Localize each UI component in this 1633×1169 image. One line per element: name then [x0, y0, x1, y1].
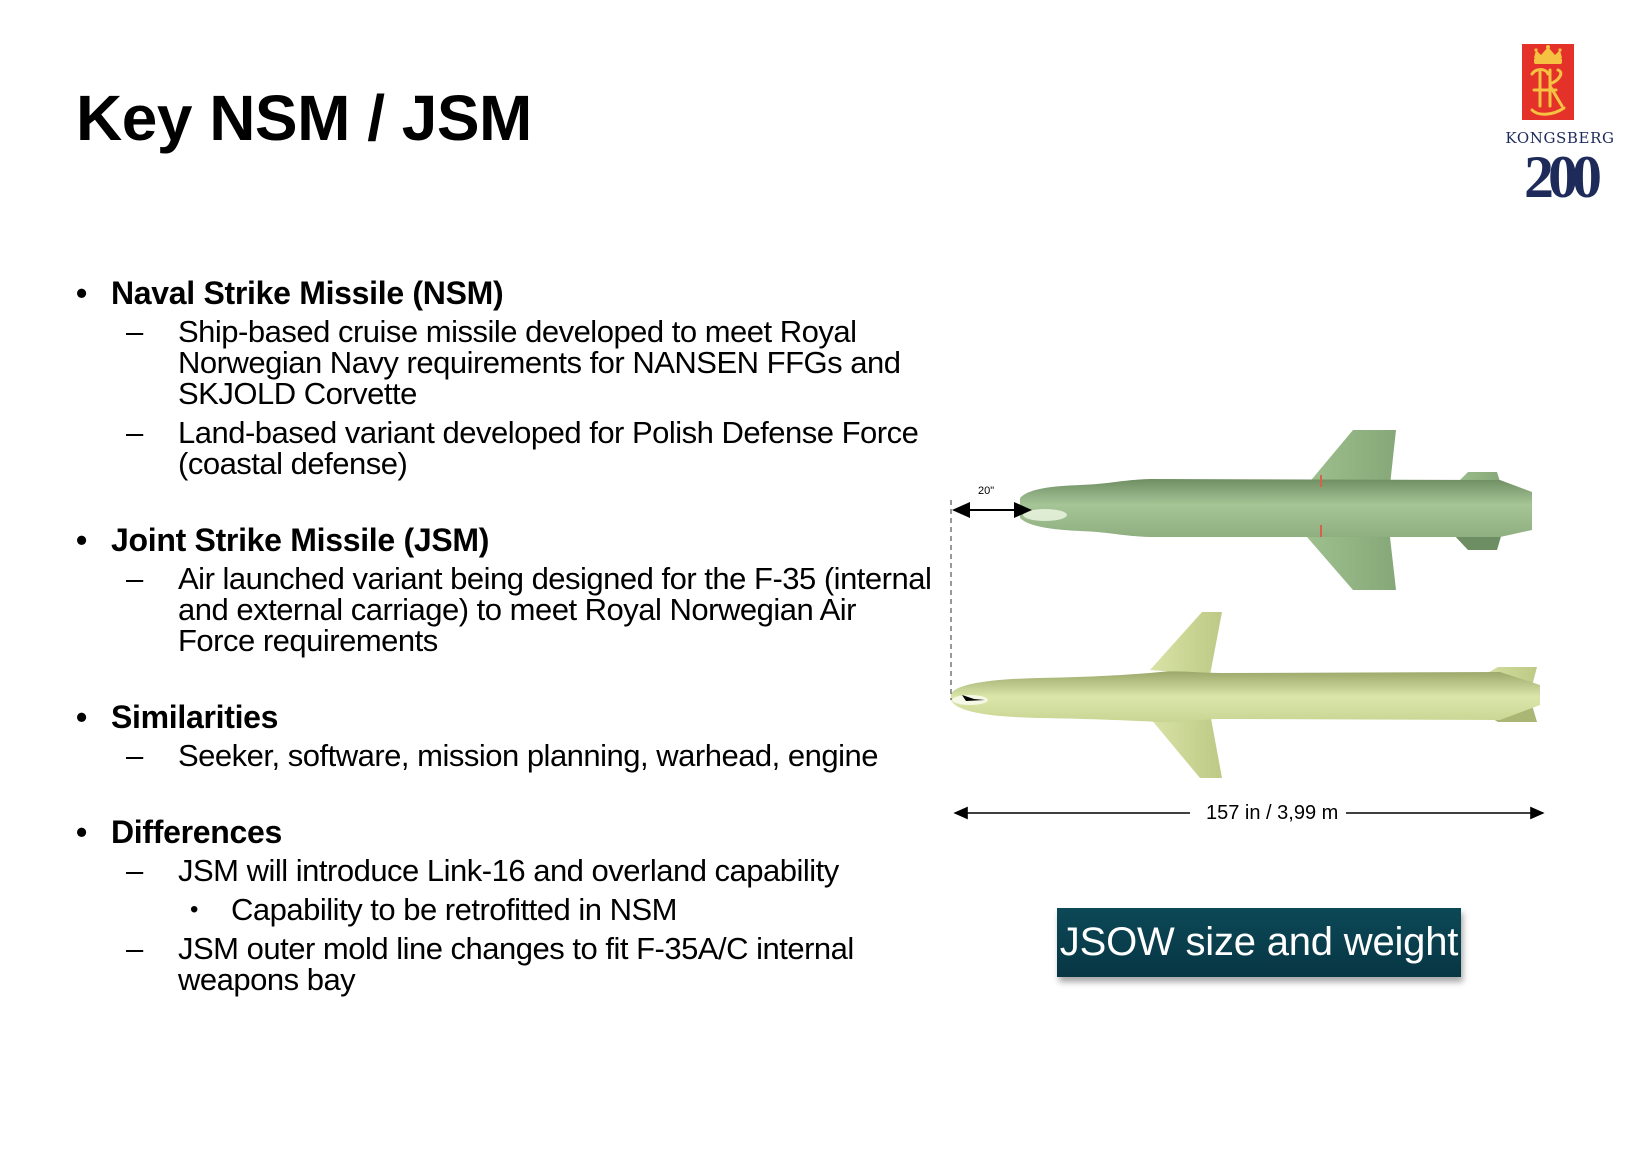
- heading-text: Joint Strike Missile (JSM): [111, 522, 490, 558]
- item-text: Air launched variant being designed for …: [178, 561, 932, 658]
- bullet-icon: •: [76, 275, 87, 311]
- item-text: Capability to be retrofitted in NSM: [231, 892, 678, 927]
- bullet-list: • Naval Strike Missile (NSM) – Ship-base…: [76, 276, 936, 995]
- section-heading-similarities: • Similarities: [76, 700, 936, 734]
- list-item: – Seeker, software, mission planning, wa…: [76, 740, 936, 771]
- list-item: – Ship-based cruise missile developed to…: [76, 316, 936, 409]
- dash-icon: –: [126, 931, 143, 966]
- bullet-icon: •: [76, 522, 87, 558]
- sub-list-item: • Capability to be retrofitted in NSM: [76, 894, 936, 925]
- jsm-missile-illustration: [951, 612, 1540, 778]
- item-text: JSM outer mold line changes to fit F-35A…: [178, 931, 854, 997]
- dash-icon: –: [126, 853, 143, 888]
- nsm-missile-illustration: [1020, 430, 1532, 590]
- bullet-icon: •: [76, 814, 87, 850]
- section-heading-nsm: • Naval Strike Missile (NSM): [76, 276, 936, 310]
- list-item: – Air launched variant being designed fo…: [76, 563, 936, 656]
- kongsberg-crown-monogram-icon: [1522, 44, 1574, 120]
- logo-year-text: 200: [1524, 144, 1602, 210]
- heading-text: Similarities: [111, 699, 279, 735]
- item-text: Land-based variant developed for Polish …: [178, 415, 919, 481]
- heading-text: Naval Strike Missile (NSM): [111, 275, 504, 311]
- missile-length-label: 157 in / 3,99 m: [1198, 802, 1347, 824]
- dash-icon: –: [126, 561, 143, 596]
- jsow-size-weight-button[interactable]: JSOW size and weight: [1057, 908, 1461, 977]
- dash-icon: –: [126, 314, 143, 349]
- list-item: – JSM outer mold line changes to fit F-3…: [76, 933, 936, 995]
- kongsberg-logo: KONGSBERG 200: [1500, 40, 1620, 220]
- list-item: – Land-based variant developed for Polis…: [76, 417, 936, 479]
- missile-comparison-figure: [950, 430, 1545, 820]
- dash-icon: –: [126, 415, 143, 450]
- dash-icon: –: [126, 738, 143, 773]
- item-text: Ship-based cruise missile developed to m…: [178, 314, 901, 411]
- logo-brand-text: KONGSBERG: [1505, 129, 1615, 147]
- heading-text: Differences: [111, 814, 282, 850]
- item-text: Seeker, software, mission planning, warh…: [178, 738, 879, 773]
- nose-offset-label: 20": [978, 485, 995, 497]
- bullet-icon: •: [190, 896, 198, 923]
- section-heading-differences: • Differences: [76, 815, 936, 849]
- section-heading-jsm: • Joint Strike Missile (JSM): [76, 523, 936, 557]
- slide-title: Key NSM / JSM: [76, 82, 532, 154]
- list-item: – JSM will introduce Link-16 and overlan…: [76, 855, 936, 886]
- item-text: JSM will introduce Link-16 and overland …: [178, 853, 839, 888]
- bullet-icon: •: [76, 699, 87, 735]
